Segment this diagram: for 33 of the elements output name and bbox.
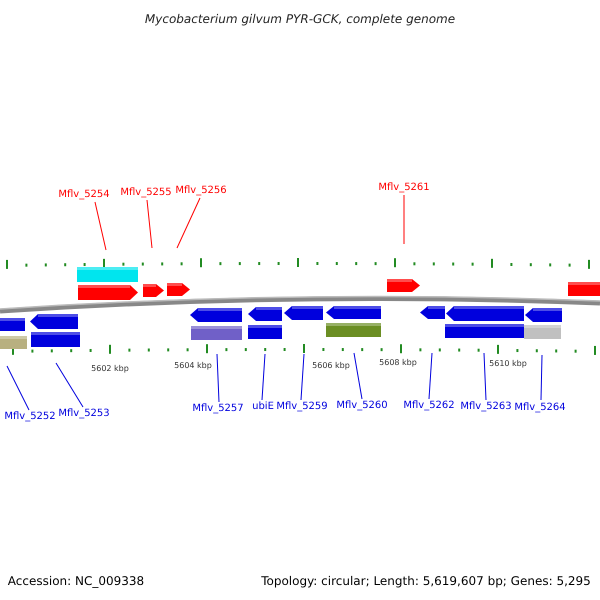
- gene-label: Mflv_5262: [403, 400, 455, 412]
- leader-line: [262, 354, 266, 400]
- leader-line: [300, 354, 304, 400]
- leader-line: [354, 352, 362, 400]
- scale-label: 5604 kbp: [174, 361, 212, 371]
- gene-label: Mflv_5256: [175, 185, 227, 197]
- leader-line: [146, 200, 152, 248]
- gene-label: Mflv_5252: [4, 411, 56, 423]
- scale-label: 5602 kbp: [91, 364, 129, 374]
- leader-line: [540, 354, 542, 400]
- leader-line: [56, 362, 84, 408]
- scale-label: 5606 kbp: [312, 361, 350, 371]
- gene-label: Mflv_5261: [378, 182, 430, 194]
- gene-label: Mflv_5257: [192, 403, 244, 415]
- gene-label: Mflv_5255: [120, 187, 172, 199]
- gene-label: Mflv_5260: [336, 400, 388, 412]
- leader-line: [216, 354, 220, 402]
- gene-label: Mflv_5253: [58, 408, 110, 420]
- leader-line: [428, 352, 432, 400]
- gene-label: ubiE: [252, 401, 274, 413]
- scale-label: 5610 kbp: [489, 359, 527, 369]
- leader-line: [94, 202, 106, 250]
- gene-label: Mflv_5264: [514, 402, 566, 414]
- gene-label: Mflv_5254: [58, 189, 110, 201]
- gene-label: Mflv_5263: [460, 401, 512, 413]
- leader-line: [484, 352, 486, 400]
- genome-summary-text: Topology: circular; Length: 5,619,607 bp; Genes: 5,295: [261, 574, 591, 588]
- scale-label: 5608 kbp: [379, 358, 417, 368]
- leader-line: [176, 198, 200, 248]
- accession-text: Accession: NC_009338: [8, 574, 144, 588]
- gene-label: Mflv_5259: [276, 401, 328, 413]
- map-title: Mycobacterium gilvum PYR-GCK, complete genome: [144, 12, 456, 26]
- leader-line: [6, 366, 30, 410]
